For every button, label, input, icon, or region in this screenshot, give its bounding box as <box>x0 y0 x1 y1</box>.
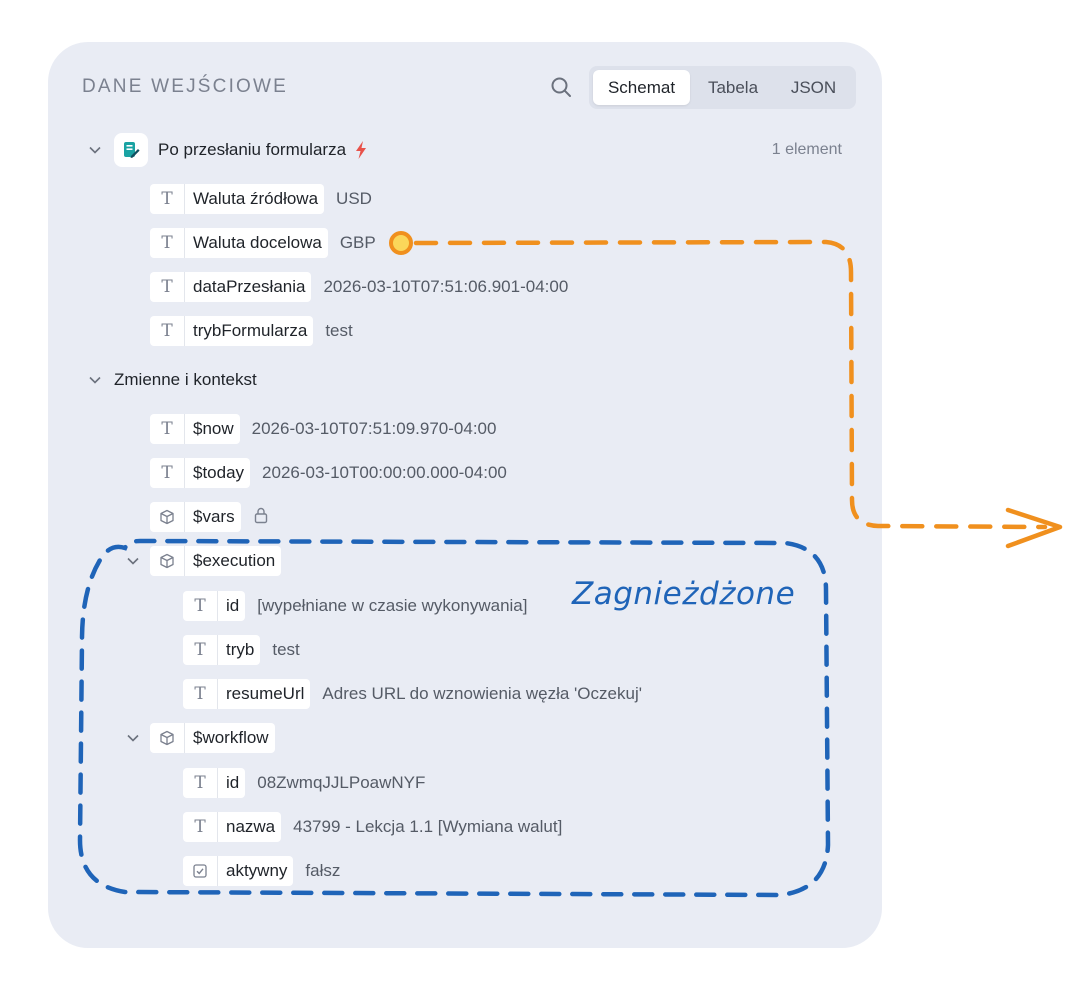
field-chip[interactable]: T resumeUrl <box>183 679 311 709</box>
field-value: test <box>272 640 300 659</box>
panel-title: DANE WEJŚCIOWE <box>82 76 289 97</box>
field-value: [wypełniane w czasie wykonywania] <box>257 596 528 615</box>
context-section-label: Zmienne i kontekst <box>114 370 257 389</box>
form-trigger-icon <box>114 133 148 167</box>
field-name: trybFormularza <box>193 321 308 340</box>
field-name: aktywny <box>226 861 288 880</box>
lock-icon <box>253 506 269 529</box>
field-chip[interactable]: $vars <box>150 502 241 532</box>
field-name: tryb <box>226 640 255 659</box>
field-row[interactable]: T resumeUrl Adres URL do wznowienia węzł… <box>183 678 642 710</box>
field-value: 2026-03-10T07:51:06.901-04:00 <box>323 277 569 296</box>
boolean-type-icon <box>183 856 218 886</box>
text-type-icon: T <box>183 679 218 709</box>
search-icon <box>551 77 571 97</box>
context-section-header[interactable]: Zmienne i kontekst <box>86 364 257 396</box>
chevron-down-icon[interactable] <box>124 552 142 570</box>
field-row[interactable]: T Waluta docelowa GBP <box>150 227 376 259</box>
item-count: 1 element <box>771 141 842 158</box>
tab-json[interactable]: JSON <box>790 78 837 97</box>
object-type-icon <box>150 546 185 576</box>
field-name: nazwa <box>226 817 276 836</box>
text-type-icon: T <box>183 591 218 621</box>
nested-annotation-label: Zagnieżdżone <box>572 576 796 612</box>
field-row[interactable]: aktywny fałsz <box>183 855 340 887</box>
text-type-icon: T <box>150 316 185 346</box>
field-name: resumeUrl <box>226 684 305 703</box>
field-chip[interactable]: T nazwa <box>183 812 282 842</box>
field-name: $execution <box>193 551 276 570</box>
field-row[interactable]: T dataPrzesłania 2026-03-10T07:51:06.901… <box>150 271 568 303</box>
trigger-node-label: Po przesłaniu formularza <box>158 140 347 159</box>
field-chip[interactable]: aktywny <box>183 856 294 886</box>
field-name: Waluta docelowa <box>193 233 322 252</box>
input-panel: DANE WEJŚCIOWE Schemat Tabela JSON Po pr… <box>48 42 882 948</box>
text-type-icon: T <box>150 458 185 488</box>
field-chip[interactable]: T dataPrzesłania <box>150 272 312 302</box>
field-name: Waluta źródłowa <box>193 189 319 208</box>
trigger-node-row[interactable]: Po przesłaniu formularza <box>86 133 368 167</box>
text-type-icon: T <box>183 635 218 665</box>
field-value: test <box>325 321 353 340</box>
object-type-icon <box>150 723 185 753</box>
field-name: $now <box>193 419 234 438</box>
field-value: fałsz <box>305 861 341 880</box>
field-name: $vars <box>193 507 235 526</box>
field-chip[interactable]: T Waluta docelowa <box>150 228 328 258</box>
chevron-down-icon[interactable] <box>124 729 142 747</box>
field-chip[interactable]: $execution <box>150 546 282 576</box>
field-value: 08ZwmqJJLPoawNYF <box>257 773 426 792</box>
field-chip[interactable]: T tryb <box>183 635 261 665</box>
arrow-head-icon <box>1005 507 1063 549</box>
field-name: id <box>226 596 240 615</box>
field-row[interactable]: T id 08ZwmqJJLPoawNYF <box>183 767 425 799</box>
field-row[interactable]: T id [wypełniane w czasie wykonywania] <box>183 590 527 622</box>
workflow-row[interactable]: $workflow <box>124 722 275 754</box>
field-row[interactable]: T $today 2026-03-10T00:00:00.000-04:00 <box>150 457 507 489</box>
field-value: 2026-03-10T00:00:00.000-04:00 <box>262 463 507 482</box>
field-name: $today <box>193 463 245 482</box>
field-value: Adres URL do wznowienia węzła 'Oczekuj' <box>322 684 642 703</box>
field-chip[interactable]: T $today <box>150 458 251 488</box>
field-chip[interactable]: T $now <box>150 414 240 444</box>
text-type-icon: T <box>183 812 218 842</box>
lightning-icon <box>356 141 367 159</box>
field-row[interactable]: T tryb test <box>183 634 300 666</box>
tab-table[interactable]: Tabela <box>707 78 759 97</box>
field-chip[interactable]: T Waluta źródłowa <box>150 184 325 214</box>
text-type-icon: T <box>150 184 185 214</box>
text-type-icon: T <box>183 768 218 798</box>
execution-row[interactable]: $execution <box>124 545 282 577</box>
field-row[interactable]: T $now 2026-03-10T07:51:09.970-04:00 <box>150 413 496 445</box>
search-button[interactable] <box>546 72 576 102</box>
field-row[interactable]: T nazwa 43799 - Lekcja 1.1 [Wymiana walu… <box>183 811 562 843</box>
chevron-down-icon[interactable] <box>86 371 104 389</box>
field-row[interactable]: T Waluta źródłowa USD <box>150 183 372 215</box>
field-name: dataPrzesłania <box>193 277 306 296</box>
tab-schema[interactable]: Schemat <box>593 70 690 105</box>
field-row[interactable]: $vars <box>150 501 269 533</box>
field-name: id <box>226 773 240 792</box>
object-type-icon <box>150 502 185 532</box>
field-chip[interactable]: T id <box>183 591 246 621</box>
field-value: GBP <box>339 233 376 252</box>
chevron-down-icon[interactable] <box>86 141 104 159</box>
field-chip[interactable]: T id <box>183 768 246 798</box>
field-chip[interactable]: $workflow <box>150 723 275 753</box>
field-chip[interactable]: T trybFormularza <box>150 316 314 346</box>
field-row[interactable]: T trybFormularza test <box>150 315 353 347</box>
text-type-icon: T <box>150 272 185 302</box>
field-value: USD <box>336 189 372 208</box>
text-type-icon: T <box>150 414 185 444</box>
field-value: 2026-03-10T07:51:09.970-04:00 <box>251 419 497 438</box>
field-value: 43799 - Lekcja 1.1 [Wymiana walut] <box>293 817 563 836</box>
text-type-icon: T <box>150 228 185 258</box>
field-name: $workflow <box>193 728 269 747</box>
view-mode-switch: Schemat Tabela JSON <box>589 66 856 109</box>
